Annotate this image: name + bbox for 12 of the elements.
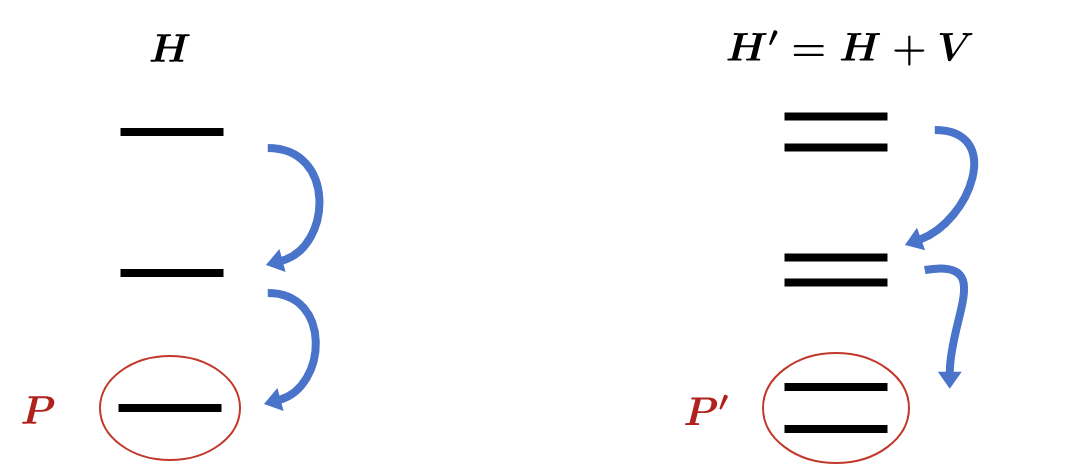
degenerate-level (784, 253, 888, 287)
energy-level (120, 128, 224, 136)
energy-level (120, 269, 224, 277)
projector-label: $\boldsymbol{P}$ (22, 396, 55, 424)
ellipse-ring (762, 352, 910, 464)
degenerate-level (784, 383, 888, 433)
projector-label: $\boldsymbol{P'}$ (684, 394, 728, 426)
hamiltonian-label: $\boldsymbol{H}$ (150, 34, 190, 62)
ellipse-ring (99, 355, 241, 461)
energy-level (118, 404, 222, 412)
degenerate-level (784, 112, 888, 152)
hamiltonian-label: $\boldsymbol{H' = H + V}$ (727, 30, 973, 66)
